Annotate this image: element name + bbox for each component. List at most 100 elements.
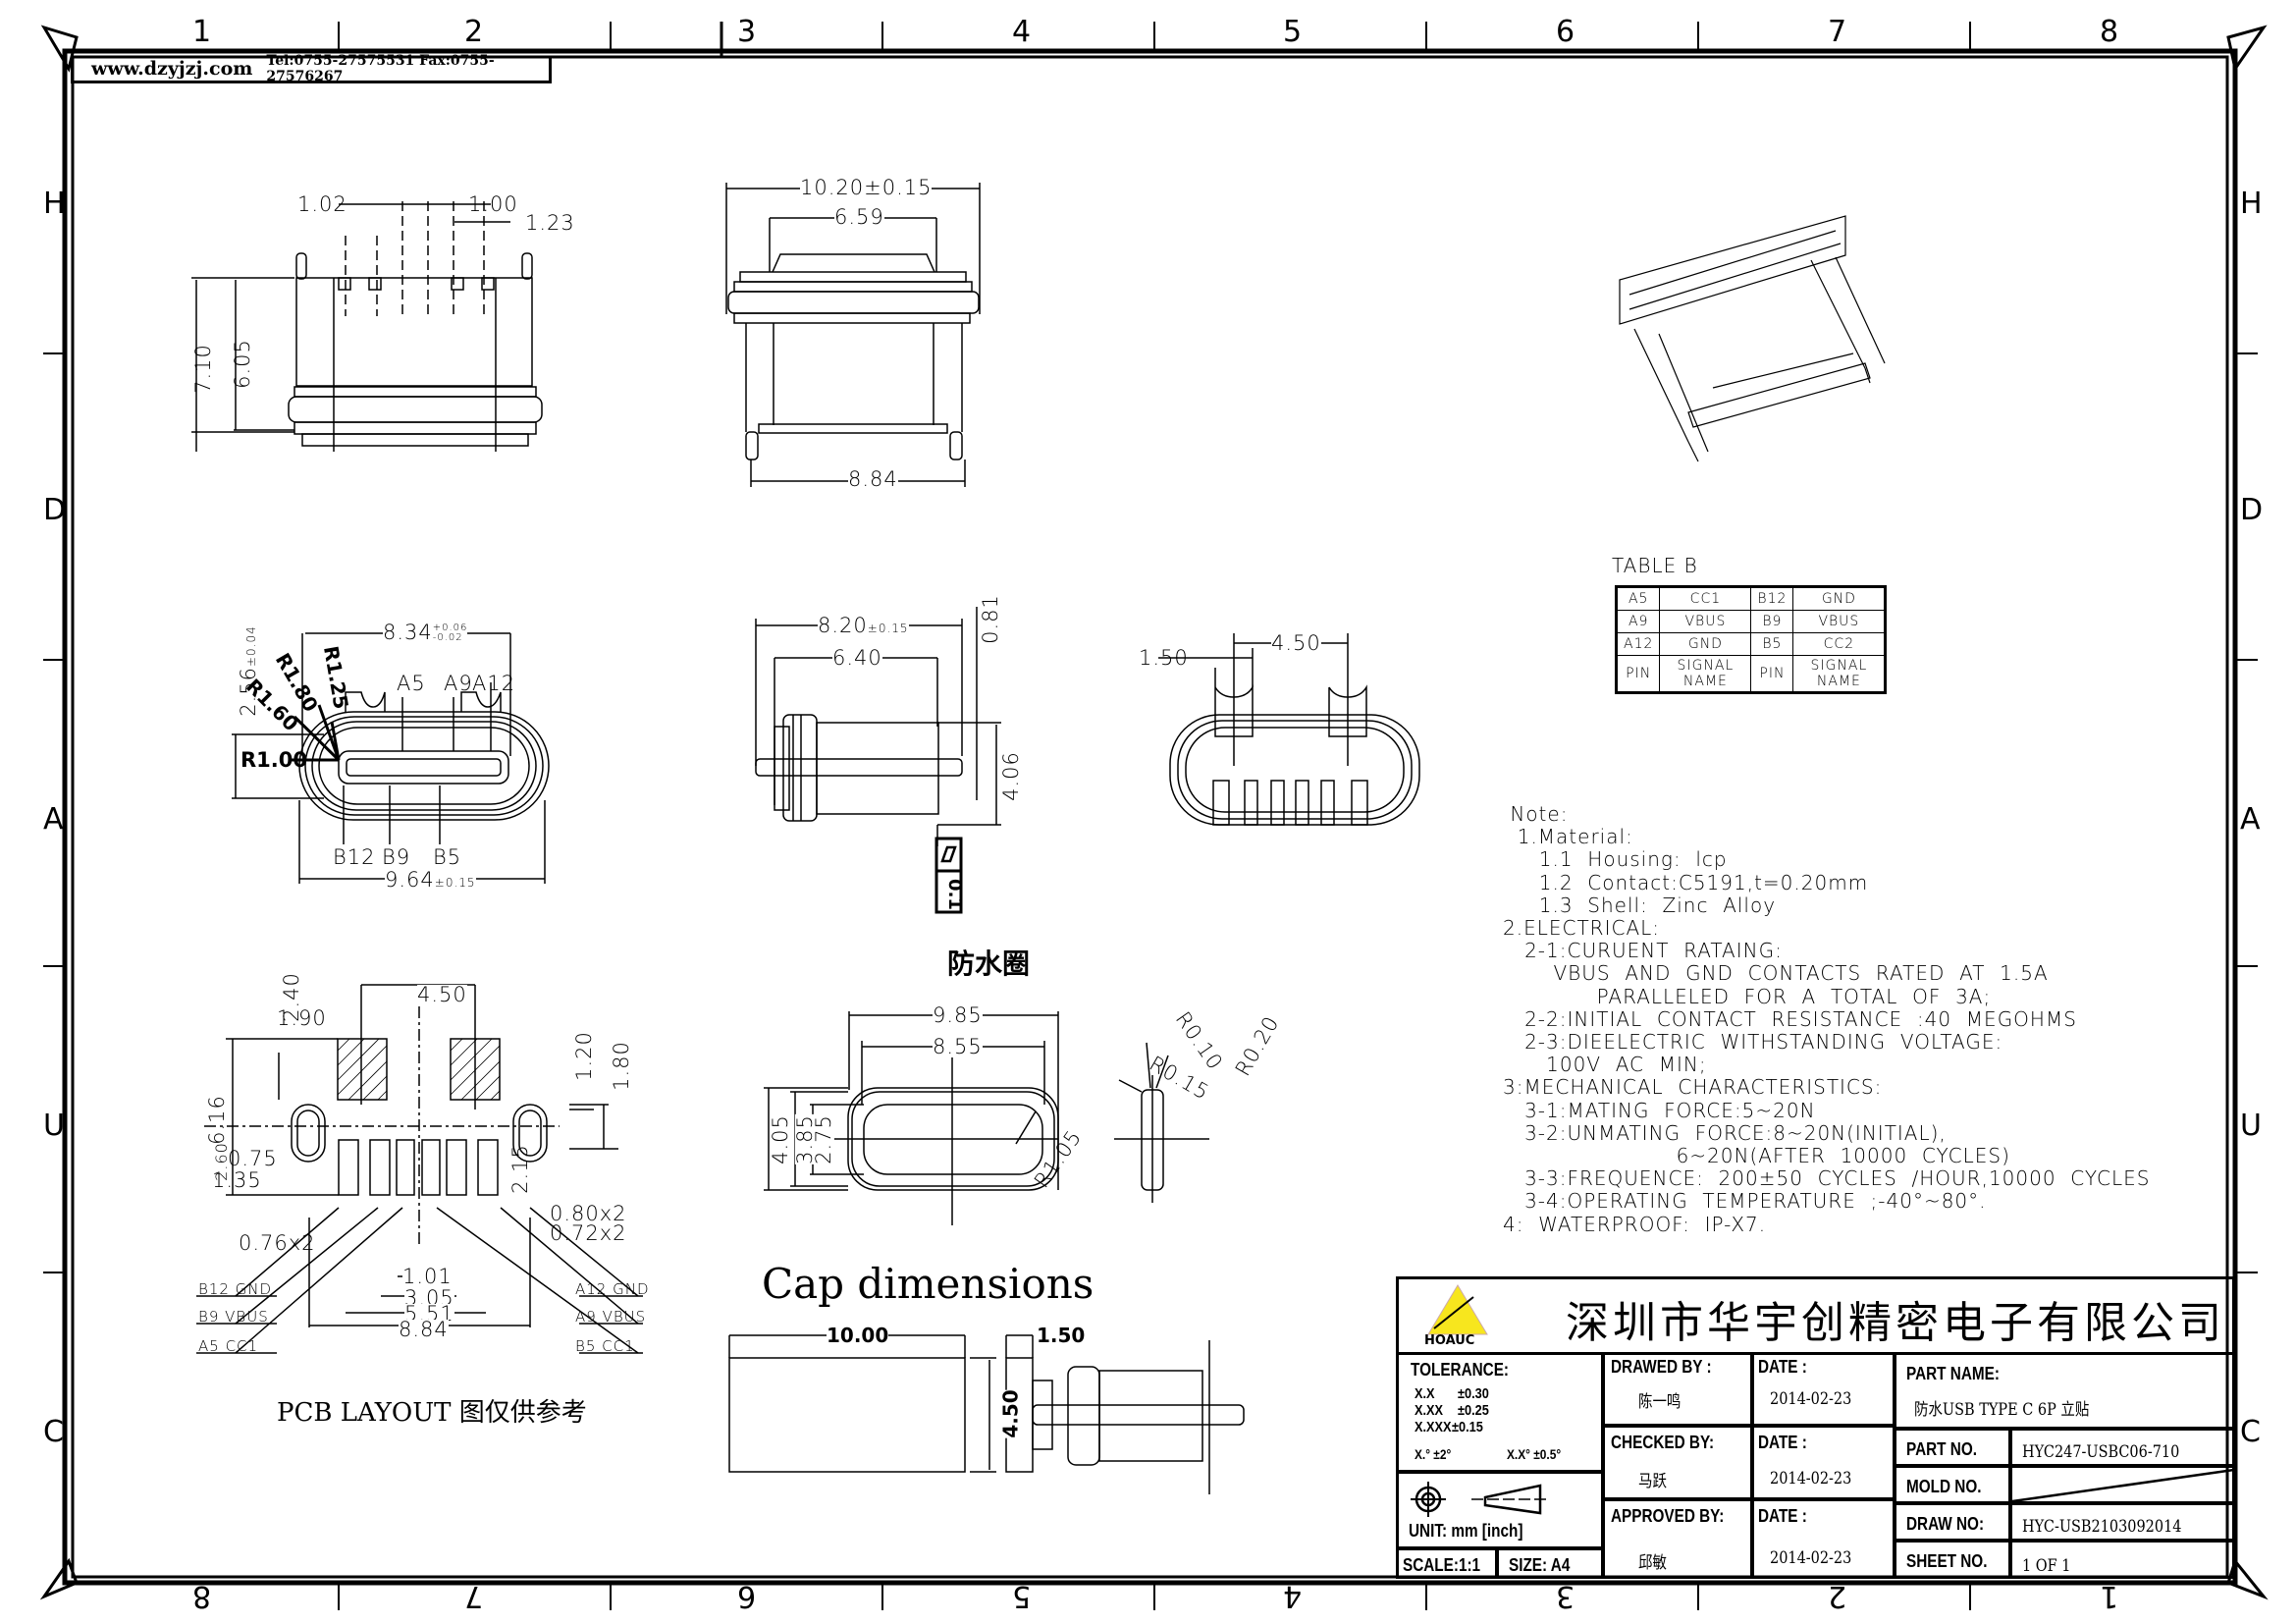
tol-format: X.X xyxy=(1415,1385,1435,1402)
part-name-label: PART NAME: xyxy=(1906,1364,2000,1383)
dim-label: 9.85 xyxy=(933,1003,983,1027)
signal-cell: CC1 xyxy=(1659,586,1752,611)
pin-label: B9 xyxy=(382,845,411,869)
pin-signal-table: A5 CC1 B12 GND A9 VBUS B9 VBUS A12 GND B… xyxy=(1615,585,1888,694)
pin-cell: A12 xyxy=(1615,632,1661,656)
angle-tolerance: X.° ±2° xyxy=(1415,1446,1452,1462)
tol-format: X.XX xyxy=(1415,1402,1444,1419)
dim-label: 8.20±0.15 xyxy=(818,614,909,637)
size-cell: SIZE: A4 xyxy=(1497,1548,1603,1579)
dim-label: 7.10 xyxy=(190,344,215,394)
column-label: 5 xyxy=(1283,15,1303,49)
dim-label: 1.01 xyxy=(402,1265,453,1288)
sheet-no-label: SHEET NO. xyxy=(1906,1551,1988,1571)
drawn-by-cell: DRAWED BY : 陈一鸣 xyxy=(1603,1352,1752,1426)
pin-cell: B9 xyxy=(1750,610,1794,633)
website-link[interactable]: www.dzyjzj.com xyxy=(91,57,253,80)
dim-label: 2.60 xyxy=(211,1142,231,1181)
tolerance-label: TOLERANCE: xyxy=(1411,1360,1510,1380)
signal-cell: VBUS xyxy=(1792,610,1887,633)
pcb-pin-label: A5 CC1 xyxy=(198,1337,259,1355)
part-name-cell: PART NAME: 防水USB TYPE C 6P 立贴 xyxy=(1895,1352,2234,1429)
table-b-title: TABLE B xyxy=(1612,554,1698,577)
row-label: D xyxy=(43,493,67,527)
bottom-view xyxy=(1158,633,1420,826)
column-label: 4 xyxy=(1012,15,1032,49)
tolerance-cell: TOLERANCE: X.X ±0.30 X.XX ±0.25 X.XXX ±0… xyxy=(1399,1352,1603,1472)
dim-label: 1.50 xyxy=(1139,646,1189,670)
dim-label: 2.75 xyxy=(811,1114,835,1164)
logo-text: HOAUC xyxy=(1424,1333,1475,1348)
dim-label: 8.34+0.06-0.02 xyxy=(383,621,468,644)
flatness-value: 0.1 xyxy=(943,879,965,910)
iso-view xyxy=(1619,215,1886,462)
sheet-no-value-cell: 1 OF 1 xyxy=(2010,1541,2234,1579)
dim-label: 9.64±0.15 xyxy=(385,868,476,892)
draw-no-label: DRAW NO: xyxy=(1906,1514,1985,1534)
port-face xyxy=(232,632,550,884)
side-profile xyxy=(755,607,1001,846)
scale-cell: SCALE:1:1 xyxy=(1399,1548,1497,1579)
dim-label: 8.84 xyxy=(399,1318,449,1341)
pcb-pin-label: A12 GND xyxy=(575,1280,650,1298)
sheet-no-label-cell: SHEET NO. xyxy=(1895,1541,2010,1579)
unit-label: UNIT: mm [inch] xyxy=(1409,1521,1523,1541)
date-label: DATE : xyxy=(1758,1506,1807,1526)
date-value: 2014-02-23 xyxy=(1770,1389,1852,1409)
dim-label: 4.50 xyxy=(998,1389,1023,1438)
tol-value: ±0.25 xyxy=(1458,1402,1489,1419)
dim-label: 0.72x2 xyxy=(550,1221,627,1245)
dim-label: 4.06 xyxy=(998,751,1023,801)
checked-by-cell: CHECKED BY: 马跃 xyxy=(1603,1426,1752,1499)
dim-label: 8.55 xyxy=(933,1035,983,1058)
dim-label: 5.51 xyxy=(404,1302,454,1326)
date-value: 2014-02-23 xyxy=(1770,1469,1852,1489)
dim-label: 1.90 xyxy=(277,1006,327,1030)
cap-dimensions xyxy=(728,1334,1245,1494)
table-row: A9 VBUS B9 VBUS xyxy=(1615,610,1887,633)
draw-no-value-cell: HYC-USB2103092014 xyxy=(2010,1503,2234,1541)
sheet-no-value: 1 OF 1 xyxy=(2022,1556,2071,1576)
part-no-label: PART NO. xyxy=(1906,1439,1977,1459)
tol-value: ±0.15 xyxy=(1452,1419,1483,1435)
pin-cell: A9 xyxy=(1615,610,1661,633)
dim-label: 1.50 xyxy=(1037,1324,1086,1347)
dim-label: 1.23 xyxy=(525,211,575,235)
approved-by-cell: APPROVED BY: 邱敏 xyxy=(1603,1499,1752,1579)
draw-no-value: HYC-USB2103092014 xyxy=(2022,1517,2182,1537)
pin-cell: A5 xyxy=(1615,586,1661,611)
dim-label: 3.05 xyxy=(404,1286,454,1310)
column-label: 6 xyxy=(1556,15,1575,49)
cap-title: Cap dimensions xyxy=(762,1260,1095,1308)
pin-cell: B5 xyxy=(1750,632,1794,656)
dim-label: 1.02 xyxy=(297,192,347,216)
dim-label: 1.35 xyxy=(212,1168,262,1192)
tel-fax: Tel:0755-27575531 Fax:0755-27576267 xyxy=(266,52,495,84)
date-approved-cell: DATE : 2014-02-23 xyxy=(1752,1499,1895,1579)
row-label: U xyxy=(2240,1109,2262,1143)
dim-label: 2.15 xyxy=(507,1144,532,1194)
date-label: DATE : xyxy=(1758,1357,1807,1377)
projection-symbol-icon xyxy=(1411,1482,1550,1517)
scale-label: SCALE:1:1 xyxy=(1403,1555,1481,1575)
column-label: 8 xyxy=(2100,15,2119,49)
pin-label: B5 xyxy=(433,845,462,869)
angle-tolerance: X.X° ±0.5° xyxy=(1507,1446,1562,1462)
part-no-value-cell: HYC247-USBC06-710 xyxy=(2010,1429,2234,1466)
drawn-by-label: DRAWED BY : xyxy=(1611,1357,1712,1377)
dim-label: 6.16 xyxy=(204,1095,229,1145)
row-label: U xyxy=(43,1109,65,1143)
dim-label: 1.80 xyxy=(609,1041,633,1091)
date-label: DATE : xyxy=(1758,1433,1807,1452)
pcb-pin-label: B12 GND xyxy=(198,1280,273,1298)
table-row: A5 CC1 B12 GND xyxy=(1615,586,1887,611)
date-drawn-cell: DATE : 2014-02-23 xyxy=(1752,1352,1895,1426)
column-label: 3 xyxy=(737,15,757,49)
dim-label: 4.05 xyxy=(768,1114,792,1164)
void-diagonal xyxy=(2012,1468,2234,1503)
dim-label: 6.40 xyxy=(832,646,882,670)
dim-label: 1.20 xyxy=(571,1031,596,1081)
pin-label: B12 xyxy=(333,845,376,869)
